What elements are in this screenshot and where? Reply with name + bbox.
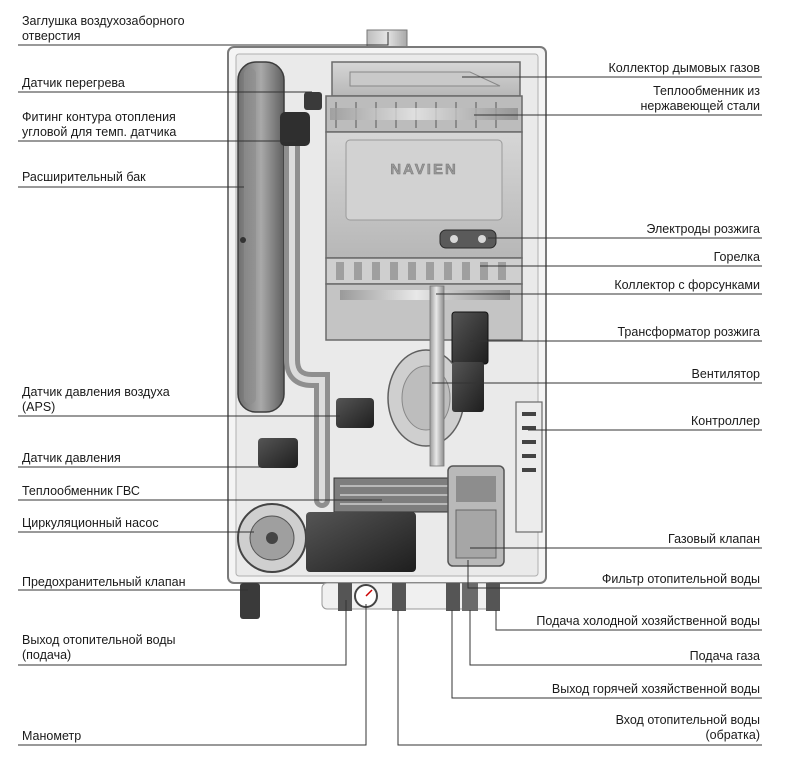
label-heating-outlet: Выход отопительной воды (подача) (22, 633, 176, 662)
label-overheat-sensor: Датчик перегрева (22, 76, 125, 90)
label-dhw-heat-exchanger: Теплообменник ГВС (22, 484, 140, 498)
leader-heating-outlet (18, 600, 347, 666)
label-heating-fitting: Фитинг контура отопления угловой для тем… (22, 110, 177, 139)
label-air-pressure-sensor: Датчик давления воздуха (APS) (22, 385, 170, 414)
ignition-electrodes (439, 229, 497, 249)
overheat-sensor (304, 92, 322, 110)
leader-lines (18, 32, 762, 746)
controller (515, 401, 543, 533)
label-stainless-heat-exchanger: Теплообменник из нержавеющей стали (640, 84, 760, 113)
label-safety-valve: Предохранительный клапан (22, 575, 186, 589)
label-controller: Контроллер (691, 414, 760, 428)
label-fan: Вентилятор (691, 367, 760, 381)
ignition-transformer (451, 311, 489, 365)
corner-fitting (280, 112, 310, 146)
leader-hot-water (451, 610, 762, 699)
pressure-sensor (258, 438, 298, 468)
label-circulation-pump: Циркуляционный насос (22, 516, 159, 530)
label-manometer: Манометр (22, 729, 82, 743)
label-burner: Горелка (713, 250, 760, 264)
label-gas-supply: Подача газа (689, 649, 760, 663)
leader-air-intake-cap (18, 32, 389, 46)
label-gas-valve: Газовый клапан (668, 532, 760, 546)
leader-gas-supply (469, 610, 762, 666)
leader-cold-water (495, 610, 762, 631)
safety-valve (240, 583, 260, 619)
label-ignition-electrodes: Электроды розжига (646, 222, 760, 236)
label-air-intake-cap: Заглушка воздухозаборного отверстия (22, 14, 185, 43)
leader-heating-filter (467, 560, 762, 589)
label-hot-water-outlet: Выход горячей хозяйственной воды (551, 682, 760, 696)
hot-water-outlet-connector (446, 583, 460, 611)
gas-inlet-connector (462, 583, 478, 611)
brand-logo: NAVIEN (390, 161, 458, 178)
leader-manometer (18, 604, 367, 746)
heating-outlet-connector (338, 583, 352, 611)
label-pressure-sensor: Датчик давления (22, 451, 121, 465)
label-heating-return: Вход отопительной воды (обратка) (615, 713, 760, 742)
air-pressure-switch (336, 398, 374, 428)
leader-heating-return (397, 610, 762, 746)
label-ignition-transformer: Трансформатор розжига (617, 325, 761, 339)
label-flue-gas-collector: Коллектор дымовых газов (608, 61, 760, 75)
cold-water-inlet-connector (486, 583, 500, 611)
label-nozzle-manifold: Коллектор с форсунками (614, 278, 760, 292)
label-expansion-tank: Расширительный бак (22, 170, 146, 184)
heating-return-connector (392, 583, 406, 611)
boiler-illustration: NAVIEN (227, 29, 547, 619)
label-heating-water-filter: Фильтр отопительной воды (601, 572, 760, 586)
label-cold-water-supply: Подача холодной хозяйственной воды (536, 614, 760, 628)
